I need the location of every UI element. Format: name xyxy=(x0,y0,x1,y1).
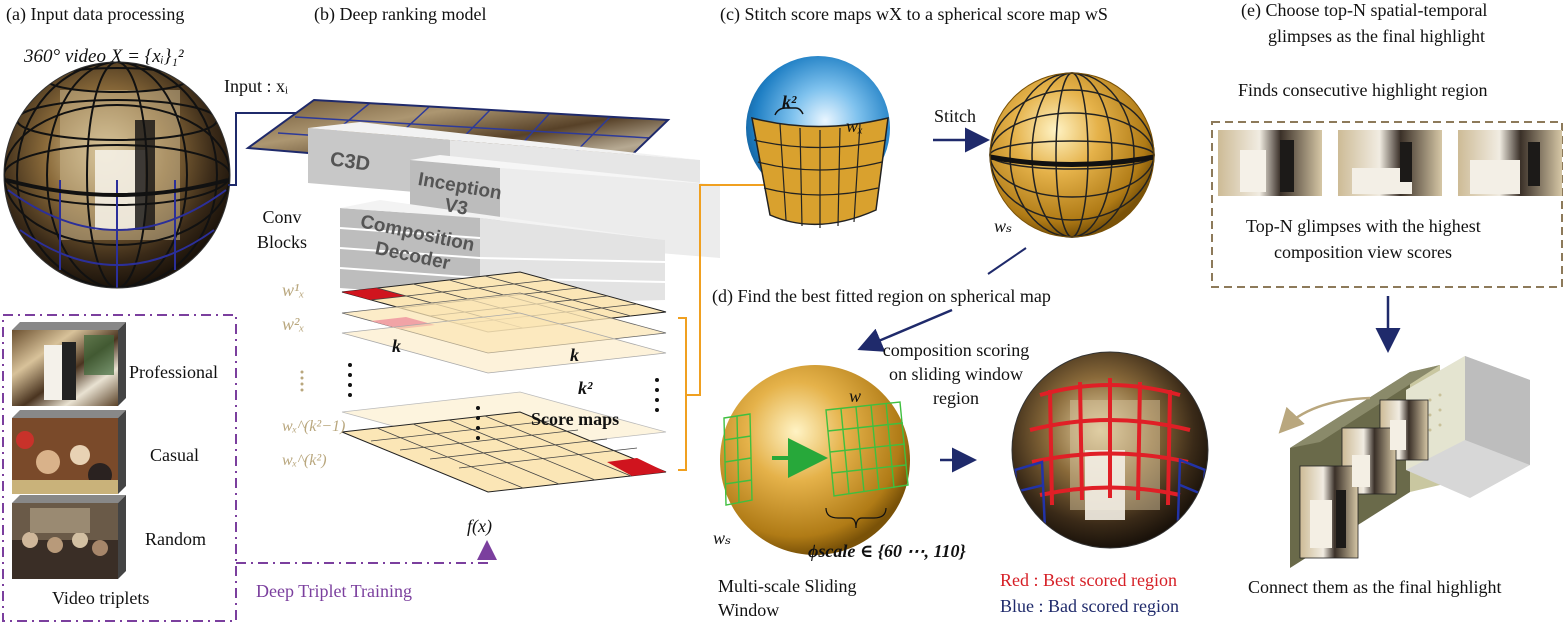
gold-sphere-ws xyxy=(989,72,1155,238)
input-arrow xyxy=(228,103,334,186)
glimpse-1 xyxy=(1218,130,1322,196)
blue-sphere xyxy=(746,56,890,228)
layer-dots xyxy=(348,363,659,440)
tan-dots xyxy=(300,370,304,392)
phi-label: ϕscale ∈ {60 ⋯, 110} xyxy=(808,541,966,561)
glimpse-2 xyxy=(1338,130,1442,196)
map-label-k2: wₓ^(k²) xyxy=(282,452,327,469)
k-label-1: k xyxy=(392,336,401,356)
triplet-label-professional: Professional xyxy=(129,362,218,382)
score-map-3 xyxy=(341,312,667,374)
k2-sphere-label: k² xyxy=(782,92,797,112)
score-map-k2 xyxy=(341,411,667,493)
output-label: f(x) xyxy=(467,516,492,536)
consecutive-label: Finds consecutive highlight region xyxy=(1238,80,1488,100)
connect-label: Connect them as the final highlight xyxy=(1248,577,1502,597)
score-maps-label: Score maps xyxy=(531,409,620,429)
training-path xyxy=(236,540,497,564)
glimpse-3 xyxy=(1458,130,1562,196)
scoring-label: composition scoring on sliding window re… xyxy=(882,340,1030,408)
score-bracket xyxy=(678,317,687,471)
triplet-label-random: Random xyxy=(145,529,206,549)
panel-b-title: (b) Deep ranking model xyxy=(314,4,487,24)
panel-e-title-1: (e) Choose top-N spatial-temporal xyxy=(1241,0,1488,20)
topn-label-2: composition view scores xyxy=(1274,242,1452,262)
final-highlight-box xyxy=(1290,356,1530,568)
w-label: w xyxy=(849,386,862,406)
panel-e-title-2: glimpses as the final highlight xyxy=(1268,26,1485,46)
stitch-label: Stitch xyxy=(934,106,977,126)
triplet-caption: Video triplets xyxy=(52,588,150,608)
triplet-thumb-professional xyxy=(12,322,126,406)
highlight-box xyxy=(1211,121,1563,288)
map-label-k2-minus-1: wₓ^(k²−1) xyxy=(282,418,346,435)
panel-a-title: (a) Input data processing xyxy=(6,4,185,24)
to-panel-d-arrow xyxy=(987,247,1027,275)
to-sliding-arrow xyxy=(857,308,953,352)
map-label-1: w¹ₓ xyxy=(282,280,305,300)
ws-label-c: wₛ xyxy=(994,216,1013,236)
triplet-thumb-random xyxy=(12,495,126,579)
legend-red: Red : Best scored region xyxy=(1000,570,1177,590)
k2-label: k² xyxy=(578,378,593,398)
input-sphere xyxy=(3,61,231,289)
triplet-box xyxy=(2,314,237,622)
triplet-thumb-casual xyxy=(12,410,126,494)
input-label: Input : xᵢ xyxy=(224,76,288,96)
k-label-2: k xyxy=(570,345,579,365)
ws-label-d: wₛ xyxy=(713,528,732,548)
multiscale-label: Multi-scale Sliding Window xyxy=(718,576,857,620)
training-label: Deep Triplet Training xyxy=(256,581,413,601)
map-label-2: w²ₓ xyxy=(282,314,305,334)
panel-d-title: (d) Find the best fitted region on spher… xyxy=(712,286,1051,306)
wx-label: wₓ xyxy=(846,116,864,136)
legend-blue: Blue : Bad scored region xyxy=(1000,596,1179,616)
sliding-sphere xyxy=(720,365,910,555)
curved-arrow xyxy=(1278,396,1371,434)
video-label: 360° video X = {xᵢ}₁² xyxy=(24,46,184,67)
topn-label-1: Top-N glimpses with the highest xyxy=(1246,216,1481,236)
result-sphere xyxy=(1011,351,1209,549)
conv-blocks-label: Conv Blocks xyxy=(256,207,307,252)
panel-c-title: (c) Stitch score maps wX to a spherical … xyxy=(720,4,1108,24)
triplet-label-casual: Casual xyxy=(150,445,199,465)
